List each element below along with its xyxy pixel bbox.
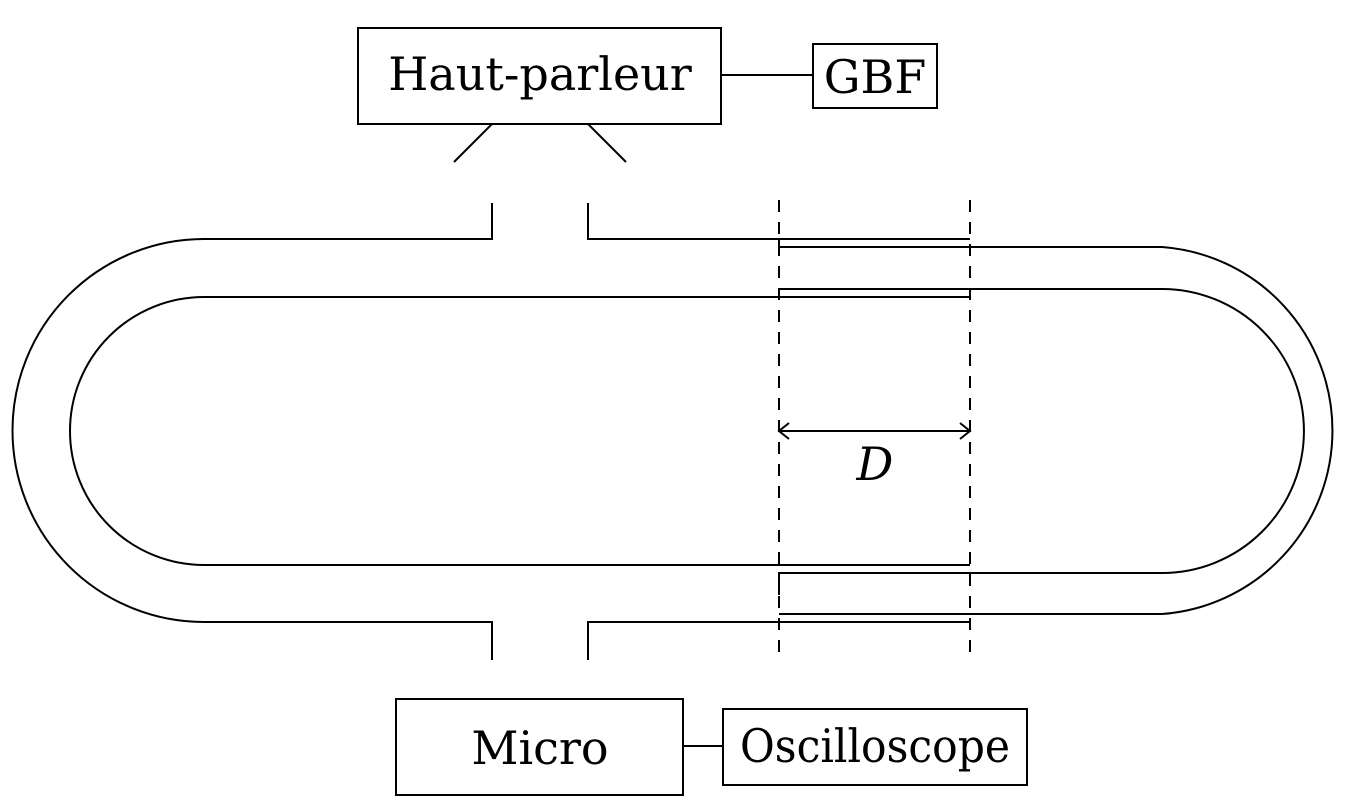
tube-outer-top-right [587,203,970,240]
sliding-outer-wall [779,246,1334,615]
microphone-assembly: Micro Oscilloscope [395,698,1028,796]
speaker-cone-left [453,123,493,163]
tube-outer-bottom-right [587,621,970,660]
distance-label: D [856,437,894,491]
gbf-box [812,43,938,109]
gbf-label: GBF [824,50,926,104]
micro-label: Micro [471,721,608,775]
tube-outer-top-left [11,203,493,660]
distance-indicator: D [777,422,972,491]
speaker-assembly: Haut-parleur GBF [357,27,938,163]
oscilloscope-box [722,708,1028,786]
tube-inner-wall [69,296,970,566]
distance-arrowhead-right [959,422,972,440]
tube [11,203,1334,660]
speaker-label: Haut-parleur [388,47,692,101]
speaker-cone-right [587,123,627,163]
sliding-inner-wall [778,288,1305,595]
oscilloscope-label: Oscilloscope [740,719,1010,773]
distance-arrowhead-left [777,422,790,440]
